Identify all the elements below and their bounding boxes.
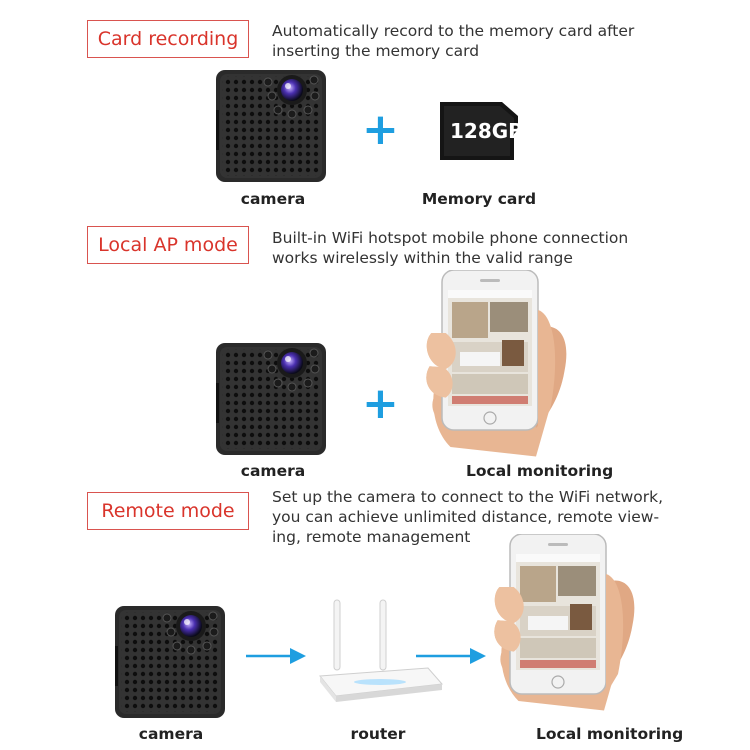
card-capacity-text: 128GB: [450, 119, 520, 143]
caption-local-monitoring: Local monitoring: [466, 462, 614, 480]
arrow-right-icon: [416, 646, 488, 666]
arrow-right-icon: [246, 646, 308, 666]
mode-label-card-recording: Card recording: [87, 20, 249, 58]
caption-camera: camera: [240, 190, 306, 208]
mode-label-local-ap: Local AP mode: [87, 226, 249, 264]
plus-icon: +: [362, 378, 399, 429]
camera-image: [216, 70, 326, 182]
mode-label-text: Card recording: [97, 28, 239, 50]
mode-label-text: Remote mode: [101, 500, 235, 522]
router-image: [316, 598, 446, 708]
caption-memory-card: Memory card: [421, 190, 537, 208]
description-card-recording: Automatically record to the memory card …: [272, 22, 635, 60]
memory-card-image: 128GB: [436, 100, 520, 164]
plus-icon: +: [362, 104, 399, 155]
caption-router: router: [350, 725, 406, 743]
camera-image: [216, 343, 326, 455]
mode-label-remote: Remote mode: [87, 492, 249, 530]
caption-camera: camera: [138, 725, 204, 743]
mode-label-text: Local AP mode: [98, 234, 238, 256]
phone-in-hand-image: [420, 270, 570, 470]
camera-image: [115, 606, 225, 718]
phone-in-hand-image: [488, 534, 638, 724]
caption-local-monitoring: Local monitoring: [536, 725, 684, 743]
caption-camera: camera: [240, 462, 306, 480]
description-local-ap: Built-in WiFi hotspot mobile phone conne…: [272, 229, 629, 267]
description-remote: Set up the camera to connect to the WiFi…: [272, 488, 664, 546]
